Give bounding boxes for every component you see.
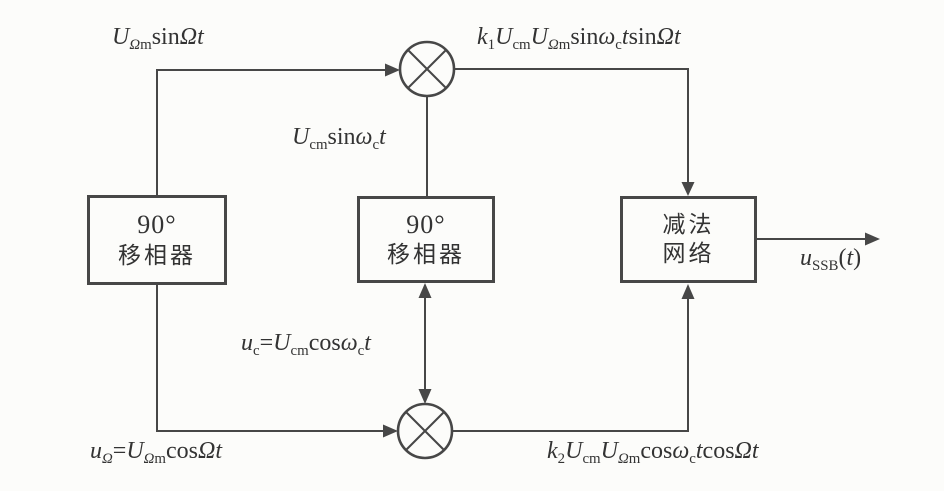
label-mod-input: uΩ=UΩmcosΩt [90, 438, 223, 467]
box-phase-shifter-left-line1: 90° [137, 210, 177, 240]
arrow-into-subtractor-top-icon [681, 182, 695, 196]
arrow-into-mid-box-icon [418, 283, 432, 298]
wire-top-right [454, 68, 689, 183]
box-phase-shifter-left: 90° 移相器 [87, 195, 227, 285]
label-output-ssb: uSSB(t) [800, 245, 862, 274]
label-product-sin: k1UcmUΩmsinωctsinΩt [477, 24, 681, 53]
multiplier-top-icon [398, 40, 456, 98]
arrow-into-subtractor-bottom-icon [681, 284, 695, 299]
label-carrier-input: uc=Ucmcosωct [241, 330, 371, 359]
box-subtraction-network-line2: 网络 [662, 240, 715, 266]
wire-bottom-right [452, 297, 689, 432]
wire-top-left [156, 69, 386, 196]
arrow-into-top-multiplier-icon [385, 63, 400, 77]
box-subtraction-network-line1: 减法 [662, 211, 715, 237]
label-mod-signal-sin: UΩmsinΩt [112, 24, 204, 53]
arrow-into-bottom-multiplier-left-icon [383, 424, 398, 438]
box-phase-shifter-mid: 90° 移相器 [357, 196, 495, 283]
wire-bottom-left [156, 285, 384, 432]
box-phase-shifter-left-line2: 移相器 [118, 242, 196, 268]
arrow-into-bottom-multiplier-top-icon [418, 389, 432, 404]
label-product-cos: k2UcmUΩmcosωctcosΩt [547, 438, 759, 467]
box-phase-shifter-mid-line1: 90° [406, 209, 446, 239]
label-carrier-sin: Ucmsinωct [292, 124, 386, 153]
multiplier-bottom-icon [396, 402, 454, 460]
arrow-output-icon [865, 232, 880, 246]
box-phase-shifter-mid-line2: 移相器 [387, 242, 465, 268]
box-subtraction-network: 减法 网络 [620, 196, 757, 283]
